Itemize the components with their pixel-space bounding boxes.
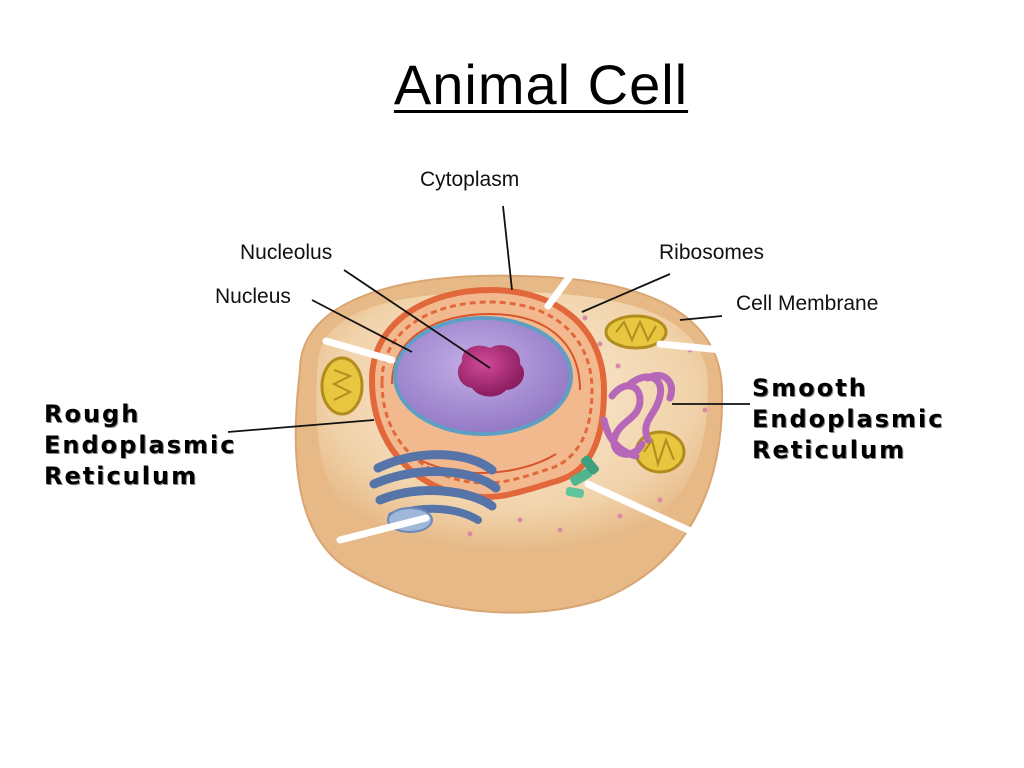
mitochondrion-bottom-right xyxy=(634,430,686,474)
label-smooth-er-line-3: Reticulum xyxy=(752,436,907,464)
label-rough-er-line-1: Rough xyxy=(44,400,141,428)
label-rough-er-line-2: Endoplasmic xyxy=(44,431,237,459)
mitochondrion-left xyxy=(320,356,364,416)
white-pointers xyxy=(322,234,746,544)
leader-lines xyxy=(227,205,750,433)
label-cell-membrane: Cell Membrane xyxy=(736,292,879,315)
label-cytoplasm: Cytoplasm xyxy=(420,168,520,191)
label-smooth-er: Smooth Endoplasmic Reticulum xyxy=(752,373,945,466)
smooth-er xyxy=(600,372,675,460)
label-smooth-er-line-1: Smooth xyxy=(752,374,868,402)
label-nucleolus: Nucleolus xyxy=(240,241,333,264)
label-ribosomes: Ribosomes xyxy=(659,241,765,264)
label-nucleus: Nucleus xyxy=(215,285,291,308)
label-rough-er-line-3: Reticulum xyxy=(44,462,199,490)
label-smooth-er-line-2: Endoplasmic xyxy=(752,405,945,433)
page-title: Animal Cell xyxy=(393,53,689,116)
mitochondrion-top-right xyxy=(604,314,668,350)
label-rough-er: Rough Endoplasmic Reticulum xyxy=(44,399,237,492)
centrioles xyxy=(565,455,600,499)
